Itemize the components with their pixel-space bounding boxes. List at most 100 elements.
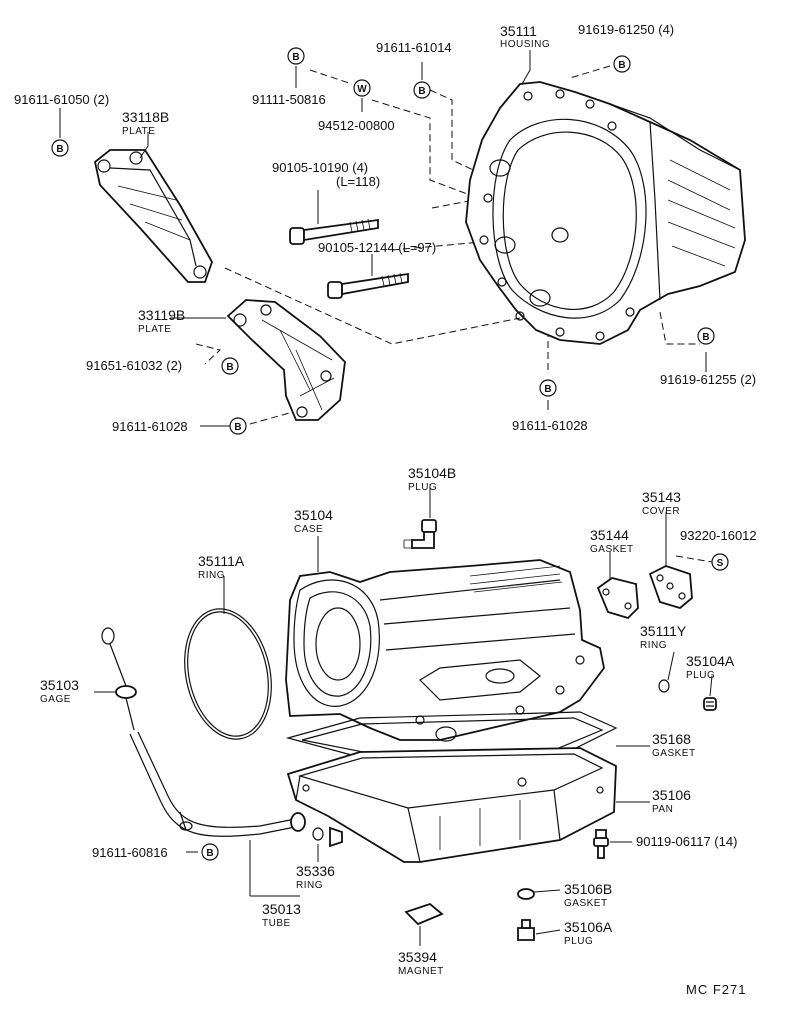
plug-35106a-drawing xyxy=(517,919,535,941)
callout-b-4: B xyxy=(613,55,631,73)
label-90105-10190: 90105-10190 (4) xyxy=(272,160,368,175)
bolt-90119-06117-drawing xyxy=(593,829,609,859)
label-33119b-name: PLATE xyxy=(138,324,171,335)
label-91611-61028-left: 91611-61028 xyxy=(112,419,188,434)
callout-b-7: B xyxy=(539,379,557,397)
callout-w-1: W xyxy=(353,79,371,97)
label-35106b-number: 35106B xyxy=(564,881,612,897)
label-94512-00800: 94512-00800 xyxy=(318,118,395,133)
label-35106-name: PAN xyxy=(652,804,673,815)
svg-text:B: B xyxy=(418,86,425,97)
label-35103-number: 35103 xyxy=(40,677,79,693)
label-35106a-name: PLUG xyxy=(564,936,593,947)
assembly-lines-upper xyxy=(195,65,700,425)
label-91611-61050: 91611-61050 (2) xyxy=(14,92,109,107)
label-33119b-number: 33119B xyxy=(138,307,185,323)
callout-s-1: S xyxy=(711,553,729,571)
cover-35143-drawing xyxy=(648,565,693,610)
label-35111-name: HOUSING xyxy=(500,39,550,50)
svg-text:B: B xyxy=(234,422,241,433)
tube-35013-drawing xyxy=(129,731,306,837)
label-90105-10190-length: (L=118) xyxy=(336,174,380,189)
label-35394-name: MAGNET xyxy=(398,966,444,977)
assembly-lines-lower xyxy=(675,555,713,563)
label-33118b-number: 33118B xyxy=(122,109,169,125)
label-33118b-name: PLATE xyxy=(122,126,155,137)
svg-text:B: B xyxy=(544,384,551,395)
svg-text:B: B xyxy=(618,60,625,71)
label-35168-name: GASKET xyxy=(652,748,696,759)
label-35168-number: 35168 xyxy=(652,731,691,747)
label-91619-61255: 91619-61255 (2) xyxy=(660,372,756,387)
label-35111y-number: 35111Y xyxy=(640,623,687,639)
plug-35104b-drawing xyxy=(403,519,437,549)
ring-35111y-drawing xyxy=(658,679,670,693)
svg-text:B: B xyxy=(206,848,213,859)
label-91651-61032: 91651-61032 (2) xyxy=(86,358,182,373)
label-35111-number: 35111 xyxy=(500,23,537,39)
case-35104-drawing xyxy=(285,559,605,742)
callout-b-2: B xyxy=(287,47,305,65)
label-91611-61028-right: 91611-61028 xyxy=(512,418,588,433)
callout-b-9: B xyxy=(201,843,219,861)
magnet-35394-drawing xyxy=(404,902,444,926)
callout-b-1: B xyxy=(51,139,69,157)
callout-b-3: B xyxy=(413,81,431,99)
label-35336-name: RING xyxy=(296,880,323,891)
label-35013-name: TUBE xyxy=(262,918,291,929)
ring-35111a-drawing xyxy=(184,608,272,740)
leader-lines xyxy=(59,50,713,946)
label-90105-12144: 90105-12144 (L=97) xyxy=(318,240,436,255)
label-91611-60816: 91611-60816 xyxy=(92,845,168,860)
housing-35111-drawing xyxy=(465,81,746,345)
gasket-35144-drawing xyxy=(596,577,639,620)
ring-35336-drawing xyxy=(312,827,324,841)
pan-35106-drawing xyxy=(286,747,617,863)
bolt-90105-12144-drawing xyxy=(327,272,409,299)
label-91111-50816: 91111-50816 xyxy=(252,92,326,107)
label-91619-61250: 91619-61250 (4) xyxy=(578,22,674,37)
label-35104b-name: PLUG xyxy=(408,482,437,493)
label-35106b-name: GASKET xyxy=(564,898,608,909)
callout-b-8: B xyxy=(697,327,715,345)
label-35103-name: GAGE xyxy=(40,694,71,705)
svg-text:W: W xyxy=(357,84,367,95)
label-35104-name: CASE xyxy=(294,524,323,535)
plate-33118b-drawing xyxy=(94,149,213,283)
callout-b-5: B xyxy=(221,357,239,375)
plug-35104a-drawing xyxy=(703,697,717,711)
callout-b-6: B xyxy=(229,417,247,435)
label-35336-number: 35336 xyxy=(296,863,335,879)
label-35106-number: 35106 xyxy=(652,787,691,803)
label-35394-number: 35394 xyxy=(398,949,437,965)
svg-text:B: B xyxy=(56,144,63,155)
label-91611-61014: 91611-61014 xyxy=(376,40,452,55)
label-35144-name: GASKET xyxy=(590,544,634,555)
label-35104a-number: 35104A xyxy=(686,653,735,669)
figure-reference: MC F271 xyxy=(686,982,746,997)
callout-markers: B B W B B B B B B S B xyxy=(51,47,729,861)
label-90119-06117: 90119-06117 (14) xyxy=(636,834,737,849)
svg-text:B: B xyxy=(702,332,709,343)
label-35104-number: 35104 xyxy=(294,507,333,523)
svg-text:S: S xyxy=(717,558,724,569)
bolt-90105-10190-drawing xyxy=(289,218,379,245)
gage-35103-drawing xyxy=(101,627,137,731)
svg-text:B: B xyxy=(226,362,233,373)
label-35143-number: 35143 xyxy=(642,489,681,505)
label-35111a-number: 35111A xyxy=(198,553,245,569)
label-35013-number: 35013 xyxy=(262,901,301,917)
label-35104a-name: PLUG xyxy=(686,670,715,681)
label-35143-name: COVER xyxy=(642,506,680,517)
label-35111y-name: RING xyxy=(640,640,667,651)
label-35104b-number: 35104B xyxy=(408,465,456,481)
label-93220-16012: 93220-16012 xyxy=(680,528,757,543)
label-35111a-name: RING xyxy=(198,570,225,581)
plate-33119b-drawing xyxy=(226,299,346,421)
label-35144-number: 35144 xyxy=(590,527,629,543)
label-35106a-number: 35106A xyxy=(564,919,613,935)
svg-text:B: B xyxy=(292,52,299,63)
part-labels: 91611-61050 (2) 33118B PLATE 91111-50816… xyxy=(14,22,757,997)
gasket-35106b-drawing xyxy=(517,888,535,900)
